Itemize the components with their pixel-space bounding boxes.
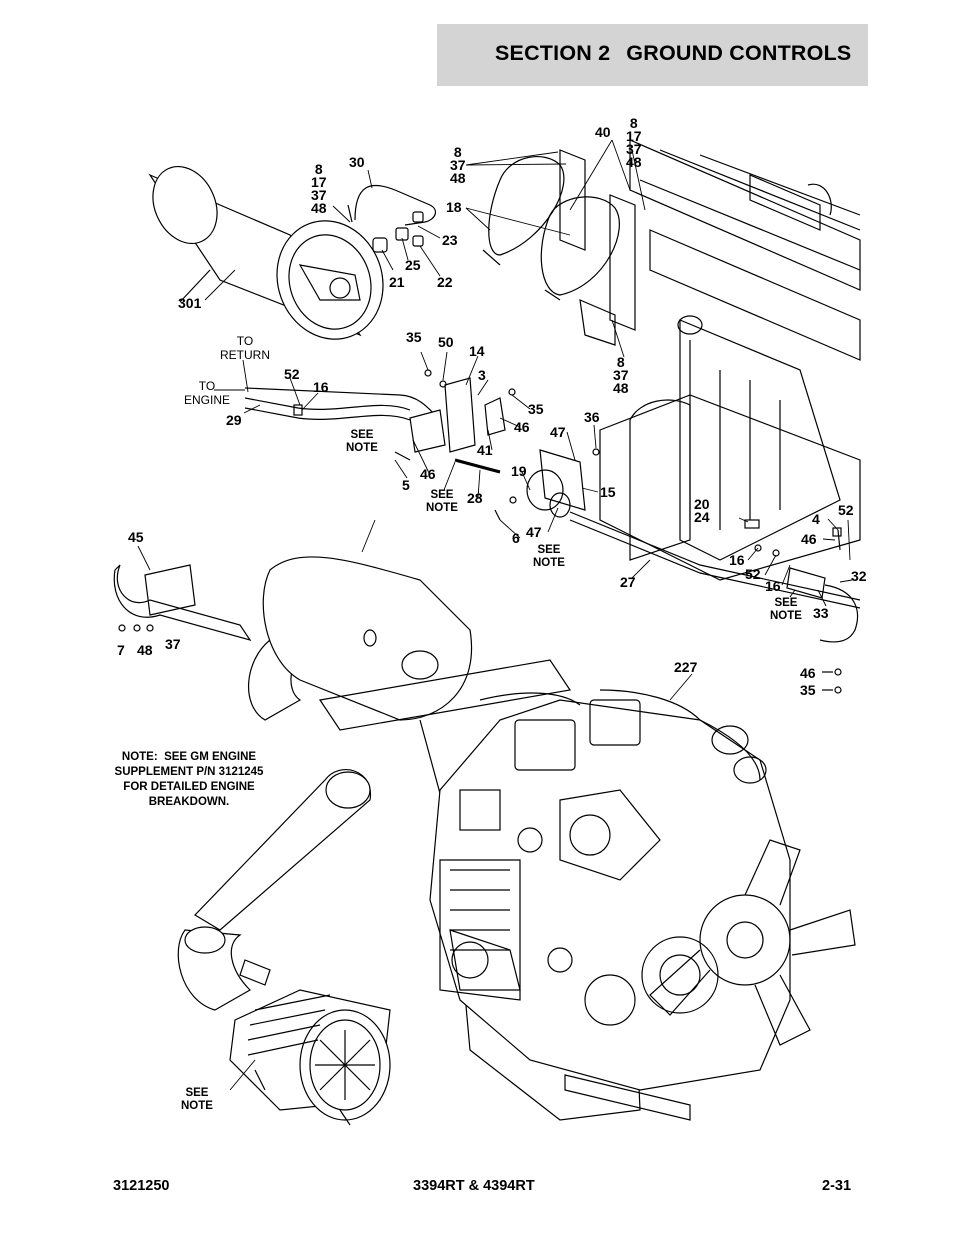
callout-47-a: 47	[550, 424, 566, 440]
callout-301: 301	[178, 295, 202, 311]
callout-18: 18	[446, 199, 462, 215]
callout-40: 40	[595, 124, 611, 140]
callout-16-c: 16	[765, 578, 781, 594]
callout-29: 29	[226, 412, 242, 428]
callout-3: 3	[478, 367, 486, 383]
callout-15: 15	[600, 484, 616, 500]
callout-8-17-37-48-left: 8 17 37 48	[311, 161, 327, 216]
callout-52-a: 52	[284, 366, 300, 382]
callout-32: 32	[851, 568, 867, 584]
callout-20-24: 20 24	[694, 496, 710, 525]
callout-8-37-48-top: 8 37 48	[450, 144, 466, 186]
callout-35-b: 35	[528, 401, 544, 417]
section-name: GROUND CONTROLS	[626, 41, 852, 65]
callout-16-a: 16	[313, 379, 329, 395]
callout-14: 14	[469, 343, 485, 359]
callout-21: 21	[389, 274, 405, 290]
callout-52-b: 52	[838, 502, 854, 518]
tank-fittings	[347, 184, 437, 253]
see-note-valve: SEE NOTE	[533, 544, 565, 569]
callout-25: 25	[405, 257, 421, 273]
callout-41: 41	[477, 442, 493, 458]
lpg-tank	[148, 165, 384, 340]
callout-50: 50	[438, 334, 454, 350]
callout-8-37-48-mid: 8 37 48	[613, 354, 629, 396]
fuel-lines	[244, 387, 441, 421]
to-engine-label: TO ENGINE	[184, 379, 231, 407]
tank-brackets	[482, 149, 636, 346]
callout-47-b: 47	[526, 524, 542, 540]
callout-7: 7	[117, 642, 125, 658]
muffler	[262, 556, 473, 721]
callout-46-a: 46	[514, 419, 530, 435]
callout-36: 36	[584, 409, 600, 425]
air-cleaner	[229, 959, 391, 1126]
callout-27: 27	[620, 574, 636, 590]
callout-22: 22	[437, 274, 453, 290]
callout-45: 45	[128, 529, 144, 545]
callout-227: 227	[674, 659, 698, 675]
callout-5: 5	[402, 477, 410, 493]
section-header: SECTION 2 GROUND CONTROLS	[437, 24, 868, 86]
callout-52-c: 52	[745, 566, 761, 582]
see-note-filter: SEE NOTE	[770, 597, 802, 622]
callout-16-b: 16	[729, 552, 745, 568]
callout-37: 37	[165, 636, 181, 652]
footer-part-number: 3121250	[113, 1178, 170, 1194]
footer-page-number: 2-31	[822, 1178, 852, 1194]
see-note-regulator: SEE NOTE	[346, 429, 378, 454]
callout-19: 19	[511, 463, 527, 479]
see-note-pipe: SEE NOTE	[426, 489, 458, 514]
section-number: SECTION 2	[495, 41, 611, 65]
callout-46-c: 46	[801, 531, 817, 547]
to-return-label: TO RETURN	[220, 334, 270, 362]
chassis-frame	[599, 139, 861, 581]
leader-lines	[137, 139, 853, 1091]
footer-model: 3394RT & 4394RT	[413, 1178, 535, 1194]
callout-35-a: 35	[406, 329, 422, 345]
callout-46-b: 46	[420, 466, 436, 482]
section-title: SECTION 2 GROUND CONTROLS	[495, 41, 851, 66]
callout-28: 28	[467, 490, 483, 506]
engine	[429, 689, 856, 1091]
callout-46-d: 46	[800, 665, 816, 681]
callout-23: 23	[442, 232, 458, 248]
callout-6: 6	[512, 530, 520, 546]
callout-4: 4	[812, 511, 820, 527]
callout-8-17-37-48-top: 8 17 37 48	[626, 115, 642, 170]
callout-33: 33	[813, 605, 829, 621]
callout-35-c: 35	[800, 682, 816, 698]
callout-30: 30	[349, 154, 365, 170]
see-note-air-cleaner: SEE NOTE	[181, 1087, 213, 1112]
intake-hose	[177, 769, 371, 1011]
engine-note: NOTE: SEE GM ENGINE SUPPLEMENT P/N 31212…	[114, 751, 264, 808]
callout-48: 48	[137, 642, 153, 658]
